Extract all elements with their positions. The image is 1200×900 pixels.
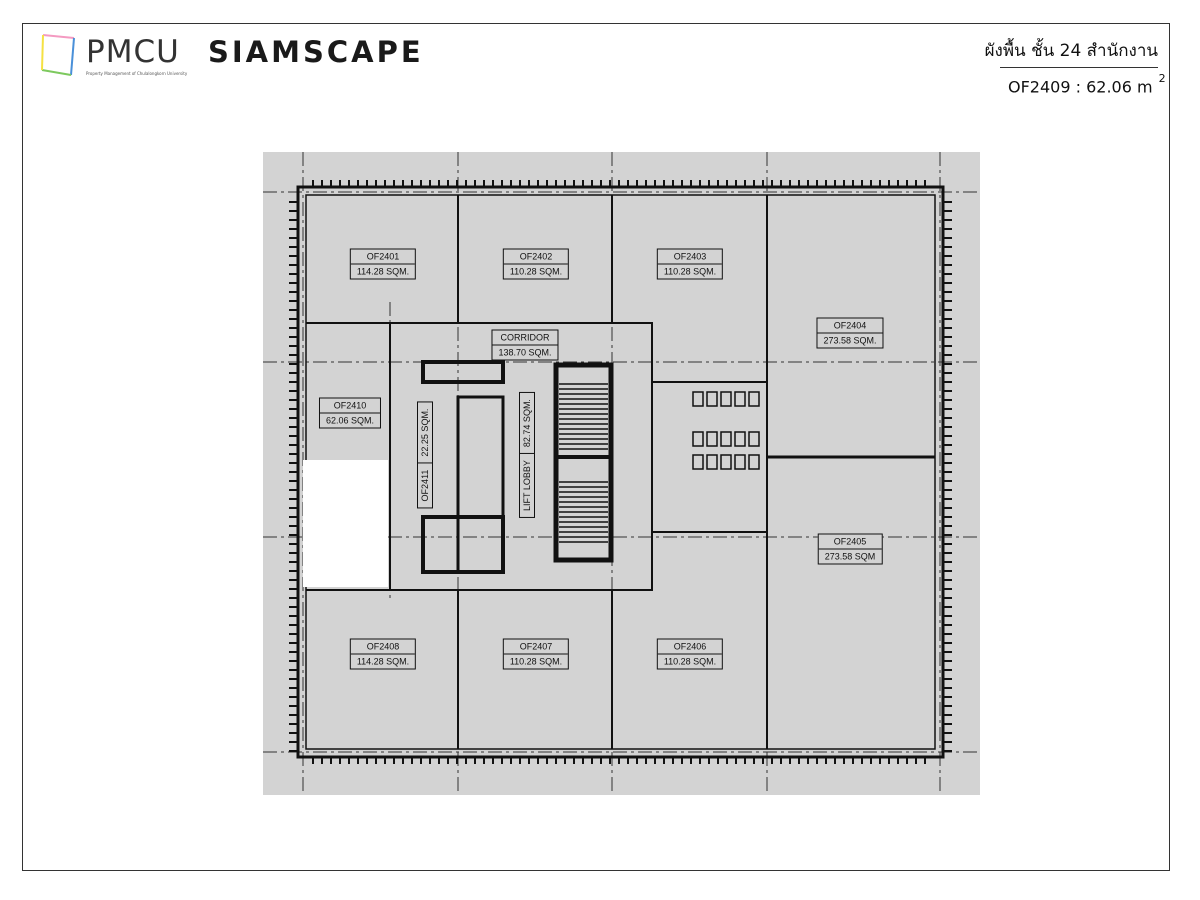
room-area: 110.28 SQM.: [657, 653, 723, 669]
room-id: OF2406: [673, 641, 707, 652]
room-area: 82.74 SQM.: [520, 393, 534, 455]
room-id: CORRIDOR: [500, 332, 550, 343]
room-area: 114.28 SQM.: [350, 263, 416, 279]
room-id: OF2405: [833, 536, 867, 547]
room-area: 273.58 SQM: [818, 548, 882, 564]
page-title: ผังพื้น ชั้น 24 สำนักงาน: [984, 41, 1158, 61]
unit-area: OF2409 : 62.06 m 2: [1008, 72, 1166, 97]
room-id: OF2401: [366, 251, 400, 262]
unit-area-sup: 2: [1158, 72, 1166, 85]
title-divider: [1000, 67, 1158, 68]
room-id: OF2402: [519, 251, 553, 262]
room-area: 110.28 SQM.: [503, 263, 569, 279]
floor-plan-drawing: [263, 152, 980, 795]
room-label: OF2411 22.25 SQM.: [417, 401, 433, 509]
partner-logo: SIAMSCAPE: [208, 35, 424, 69]
unit-area-text: OF2409 : 62.06 m: [1008, 77, 1153, 97]
room-area: 110.28 SQM.: [657, 263, 723, 279]
room-id: OF2404: [833, 320, 867, 331]
room-id: OF2403: [673, 251, 707, 262]
room-area: 138.70 SQM.: [492, 344, 558, 360]
room-area: 114.28 SQM.: [350, 653, 416, 669]
room-area: 62.06 SQM.: [319, 412, 381, 428]
room-id: OF2407: [519, 641, 553, 652]
room-area: 22.25 SQM.: [418, 402, 432, 464]
brand-subtitle: Property Management of Chulalongkorn Uni…: [86, 71, 188, 76]
room-area: 273.58 SQM.: [817, 332, 883, 348]
room-id: LIFT LOBBY: [522, 460, 532, 511]
room-id: OF2408: [366, 641, 400, 652]
room-id: OF2410: [333, 400, 367, 411]
brand-name: PMCU: [86, 34, 180, 70]
void-area: [303, 460, 388, 587]
page-frame: [22, 23, 1170, 871]
pmcu-logo-icon: [41, 34, 75, 76]
room-id: OF2411: [420, 469, 430, 502]
room-area: 110.28 SQM.: [503, 653, 569, 669]
room-label: LIFT LOBBY 82.74 SQM.: [519, 392, 535, 518]
